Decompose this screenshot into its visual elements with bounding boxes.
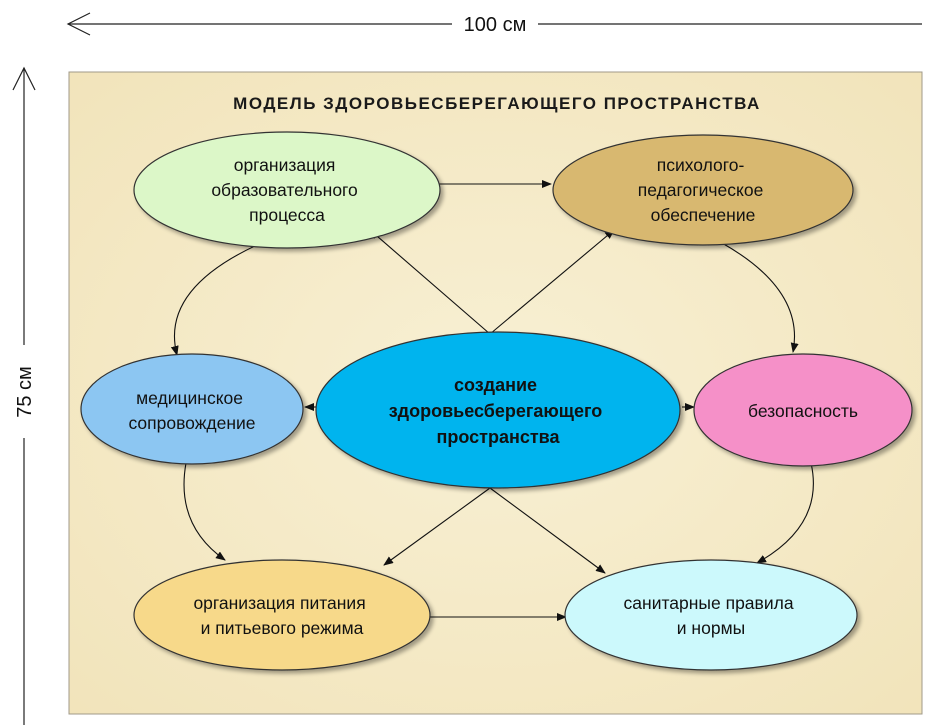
height-top-arrowhead-icon bbox=[12, 66, 36, 91]
svg-text:безопасность: безопасность bbox=[748, 401, 858, 421]
height-label: 75 см bbox=[14, 366, 36, 418]
svg-text:санитарные правила и нор: санитарные правила и нормы bbox=[624, 593, 799, 638]
node-psychology-shape bbox=[552, 134, 854, 246]
node-safety-shape bbox=[693, 353, 913, 467]
node-education: организация образовательного процесса bbox=[133, 131, 441, 249]
node-education-line-1: организация bbox=[234, 155, 336, 175]
width-label: 100 см bbox=[464, 14, 527, 36]
width-dimension: 100 см bbox=[66, 12, 922, 36]
outer-connectors bbox=[170, 180, 814, 621]
node-medical: медицинское сопровождение bbox=[80, 353, 304, 465]
arrow-center-to-nutrition bbox=[383, 487, 491, 566]
arrow-center-to-psychology bbox=[489, 229, 615, 335]
node-nutrition-line-2: и питьевого режима bbox=[201, 618, 364, 638]
arrow-center-to-education bbox=[369, 229, 491, 335]
node-medical-shape bbox=[80, 353, 304, 465]
node-sanitary-line-1: санитарные правила bbox=[624, 593, 794, 613]
node-center-line-3: пространства bbox=[437, 427, 561, 447]
svg-text:создание здоровьесберега: создание здоровьесберегающего пространст… bbox=[389, 375, 608, 447]
node-sanitary-line-2: и нормы bbox=[677, 618, 745, 638]
node-nutrition-line-1: организация питания bbox=[193, 593, 365, 613]
node-center: создание здоровьесберегающего пространст… bbox=[315, 331, 681, 489]
node-psychology-line-2: педагогическое bbox=[638, 180, 764, 200]
node-center-shape bbox=[315, 331, 681, 489]
node-medical-line-2: сопровождение bbox=[128, 413, 255, 433]
node-safety: безопасность bbox=[693, 353, 913, 467]
node-psychology-line-1: психолого- bbox=[657, 155, 745, 175]
node-center-line-1: создание bbox=[454, 375, 537, 395]
node-psychology-line-3: обеспечение bbox=[651, 205, 756, 225]
arrow-education-medical bbox=[170, 237, 267, 356]
node-nutrition: организация питания и питьевого режима bbox=[133, 559, 431, 671]
poster-title: МОДЕЛЬ ЗДОРОВЬЕСБЕРЕГАЮЩЕГО ПРОСТРАНСТВА bbox=[233, 94, 761, 113]
arrow-psychology-safety bbox=[712, 235, 799, 353]
node-psychology: психолого- педагогическое обеспечение bbox=[552, 134, 854, 246]
arrow-medical-nutrition bbox=[183, 453, 226, 561]
svg-text:организация образователь: организация образовательного процесса bbox=[211, 155, 362, 225]
node-nutrition-shape bbox=[133, 559, 431, 671]
svg-text:психолого- педагогическо: психолого- педагогическое обеспечение bbox=[638, 155, 768, 225]
height-dimension: 75 см bbox=[12, 66, 36, 725]
node-sanitary-shape bbox=[564, 559, 858, 671]
node-safety-line-1: безопасность bbox=[748, 401, 858, 421]
svg-text:организация питания и пи: организация питания и питьевого режима bbox=[193, 593, 370, 638]
node-sanitary: санитарные правила и нормы bbox=[564, 559, 858, 671]
node-education-line-2: образовательного bbox=[211, 180, 357, 200]
node-education-line-3: процесса bbox=[249, 205, 325, 225]
node-center-line-2: здоровьесберегающего bbox=[389, 401, 603, 421]
node-medical-line-1: медицинское bbox=[136, 388, 243, 408]
width-left-arrowhead-icon bbox=[66, 12, 91, 36]
node-education-shape bbox=[133, 131, 441, 249]
arrow-safety-sanitary bbox=[756, 453, 814, 564]
center-connectors bbox=[304, 229, 695, 574]
arrow-center-to-sanitary bbox=[489, 487, 606, 574]
svg-text:медицинское сопровождени: медицинское сопровождение bbox=[128, 388, 255, 433]
